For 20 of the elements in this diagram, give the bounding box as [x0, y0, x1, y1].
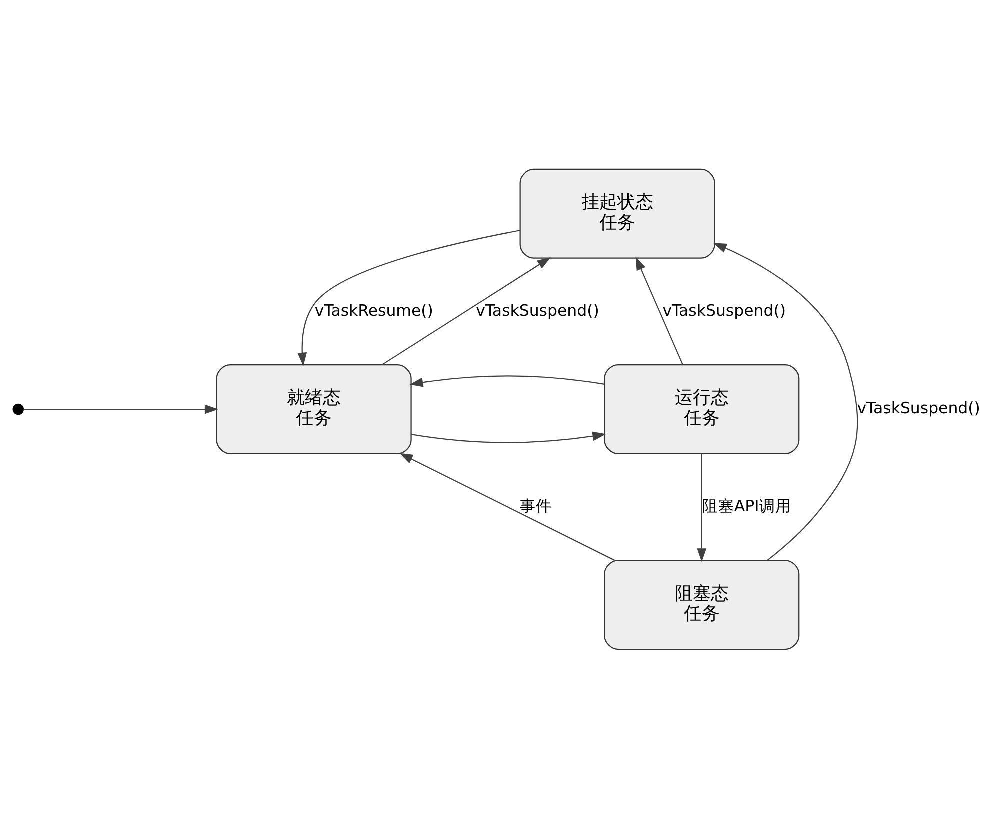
node-box: 挂起状态任务 [520, 168, 716, 258]
arrow [24, 404, 218, 414]
edge-label: vTaskResume() [314, 300, 434, 320]
arrow [298, 230, 520, 366]
edge-label: vTaskSuspend() [476, 300, 600, 320]
arrow [697, 454, 707, 562]
edge-label: 事件 [520, 496, 552, 515]
edge-label: vTaskSuspend() [857, 398, 980, 418]
node-box: 就绪态任务 [216, 364, 412, 454]
edge-label: vTaskSuspend() [662, 300, 786, 320]
arrow [713, 242, 858, 561]
node-box: 阻塞态任务 [604, 560, 800, 650]
node-box: 运行态任务 [604, 364, 800, 454]
arrow [636, 256, 684, 365]
node-circle [12, 403, 24, 415]
arrow [410, 375, 605, 387]
arrow [382, 257, 551, 365]
edge-label: 阻塞API调用 [702, 496, 792, 515]
arrow [411, 431, 606, 443]
arrow [400, 452, 616, 561]
